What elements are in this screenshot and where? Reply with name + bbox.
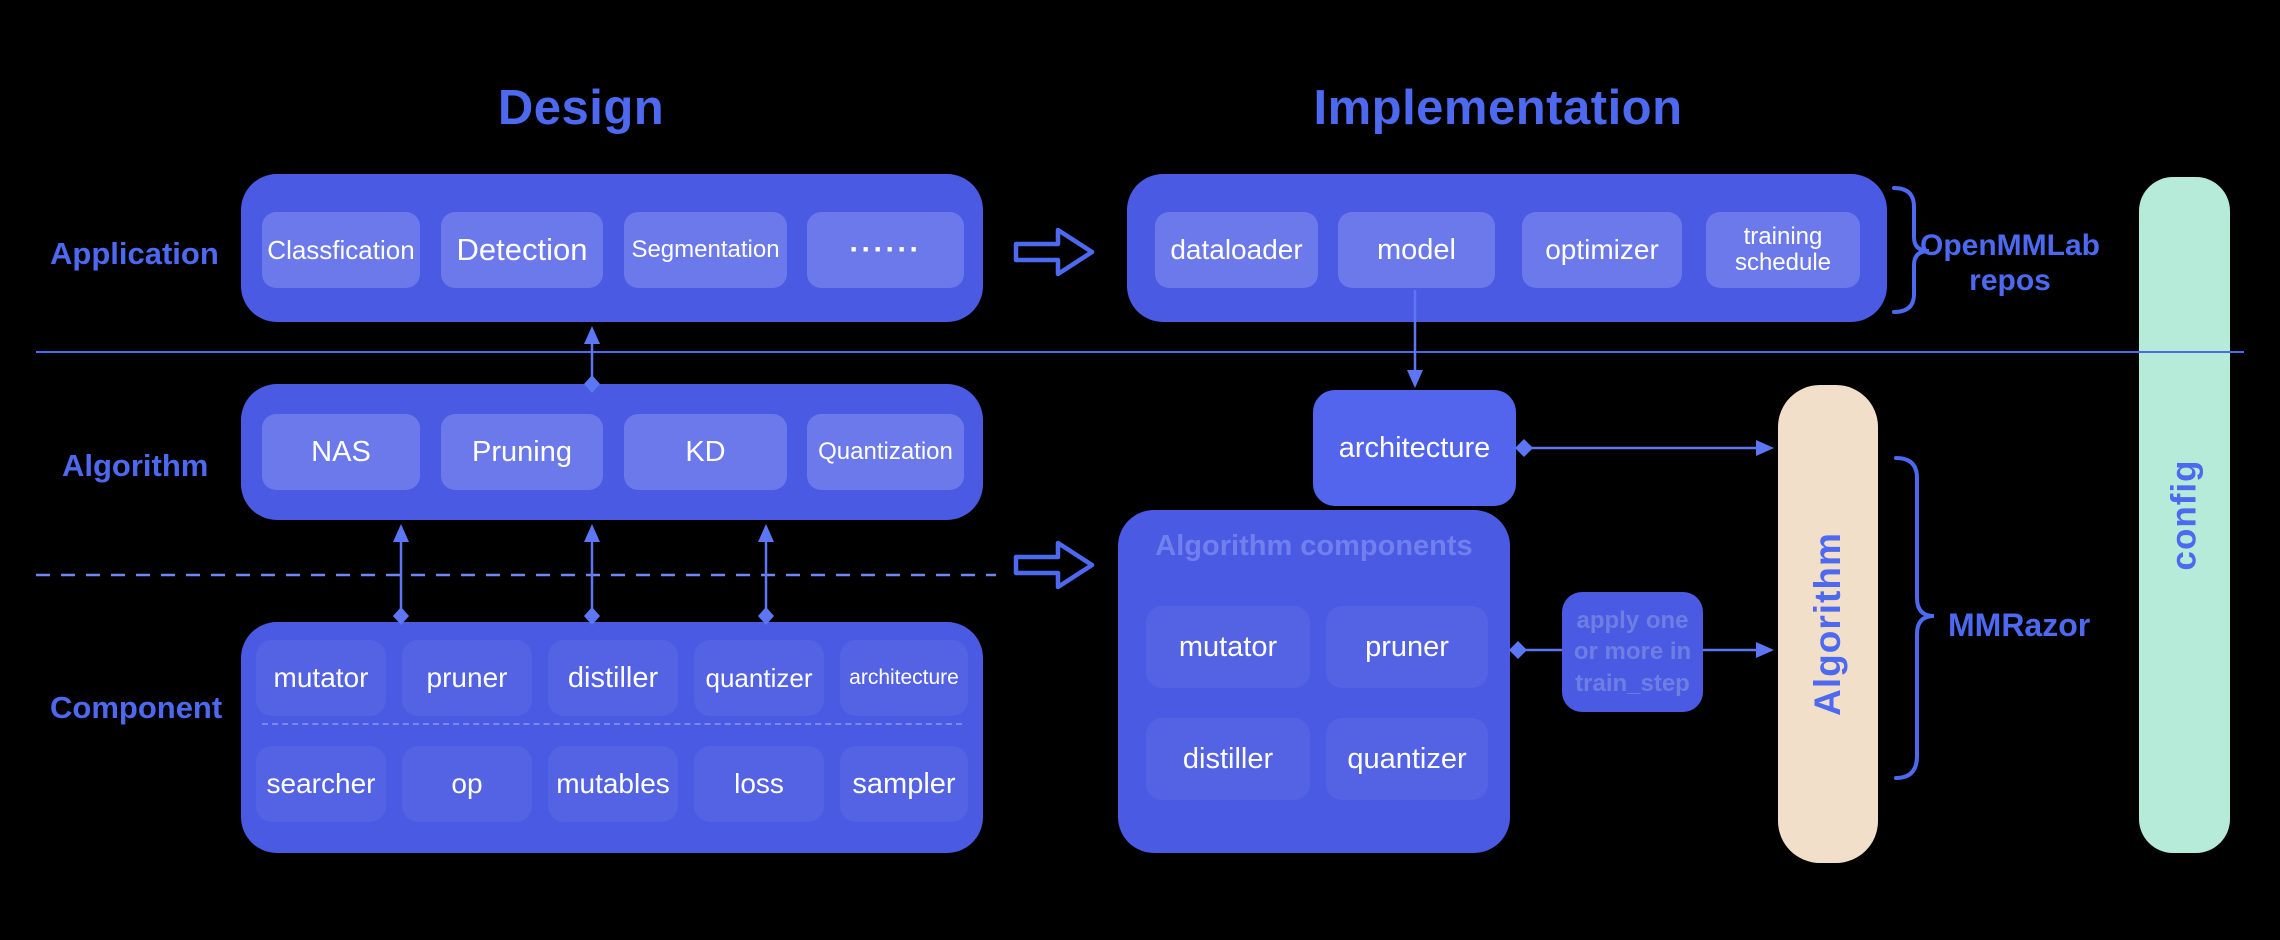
design-component-searcher: searcher [256, 746, 386, 822]
impl-item-model: model [1338, 212, 1495, 288]
design-item-kd: KD [624, 414, 787, 490]
design-item-segmentation: Segmentation [624, 212, 787, 288]
block-arrow-bottom [1013, 540, 1095, 590]
design-component-loss: loss [694, 746, 824, 822]
arrow-architecture-algorithm-bar [1515, 439, 1774, 457]
impl-component-mutator: mutator [1146, 606, 1310, 688]
row-label-application: Application [50, 236, 219, 271]
arrow-algorithm-component-1 [393, 524, 409, 625]
impl-component-pruner: pruner [1326, 606, 1488, 688]
row-label-algorithm: Algorithm [62, 448, 209, 483]
impl-item-dataloader: dataloader [1155, 212, 1318, 288]
design-component-box [241, 622, 983, 853]
design-component-distiller: distiller [548, 640, 678, 716]
apply-note-line-2: or more in [1573, 638, 1692, 666]
design-item-quantization: Quantization [807, 414, 964, 490]
impl-components-box [1118, 510, 1510, 853]
block-arrow-top [1013, 227, 1095, 277]
arrow-algorithm-component-3 [758, 524, 774, 625]
design-component-sampler: sampler [840, 746, 968, 822]
impl-apply-note-box: apply one or more in train_step [1562, 592, 1703, 712]
row-label-component: Component [50, 690, 223, 725]
mmrazor-label: MMRazor [1948, 607, 2091, 643]
design-title: Design [497, 81, 665, 135]
component-row-divider [262, 723, 962, 725]
impl-architecture-box: architecture [1313, 390, 1516, 506]
brace-mmrazor [1894, 456, 1935, 780]
impl-algorithm-bar-label: Algorithm [1807, 532, 1849, 716]
impl-algorithm-bar: Algorithm [1778, 385, 1878, 863]
impl-component-distiller: distiller [1146, 718, 1310, 800]
openmmlab-line-1: OpenMMLab [1920, 229, 2100, 262]
impl-components-title: Algorithm components [1155, 530, 1473, 562]
design-item-classfication: Classfication [262, 212, 420, 288]
design-item-pruning: Pruning [441, 414, 603, 490]
design-component-mutator: mutator [256, 640, 386, 716]
design-item-detection: Detection [441, 212, 603, 288]
design-item-ellipsis: ······ [807, 212, 964, 288]
arrow-algorithm-component-2 [584, 524, 600, 625]
openmmlab-repos-label: OpenMMLab repos [1905, 228, 2115, 299]
impl-item-training-schedule: training schedule [1706, 212, 1860, 288]
design-component-pruner: pruner [402, 640, 532, 716]
apply-note-line-3: train_step [1575, 669, 1690, 697]
impl-component-quantizer: quantizer [1326, 718, 1488, 800]
design-component-mutables: mutables [548, 746, 678, 822]
config-bar: config [2139, 177, 2230, 853]
design-component-quantizer: quantizer [694, 640, 824, 716]
design-component-architecture: architecture [840, 640, 968, 716]
implementation-title: Implementation [1313, 81, 1683, 135]
design-item-nas: NAS [262, 414, 420, 490]
config-bar-label: config [2164, 459, 2204, 571]
impl-item-optimizer: optimizer [1522, 212, 1682, 288]
arrow-application-algorithm [584, 326, 600, 393]
design-component-op: op [402, 746, 532, 822]
openmmlab-line-2: repos [1969, 264, 2051, 298]
apply-note-line-1: apply one [1576, 607, 1689, 635]
